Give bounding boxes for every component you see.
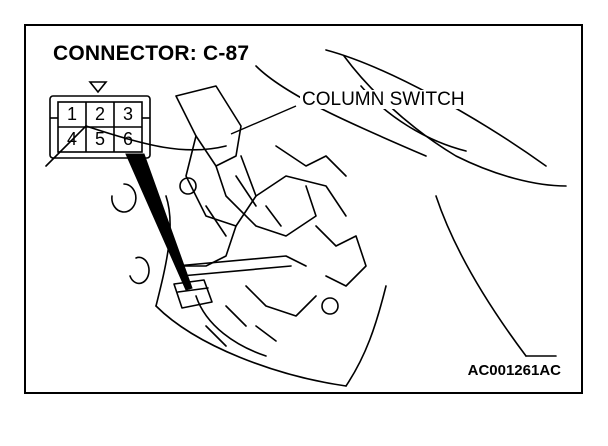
switch-body <box>185 135 257 227</box>
switch-upper-bracket <box>255 175 347 217</box>
clip-left <box>129 256 150 285</box>
dash-contour-1 <box>85 125 227 151</box>
wire-hatching <box>205 305 277 347</box>
shroud-arc-inner <box>343 55 567 187</box>
connector-c87-body <box>173 279 213 309</box>
pin-6: 6 <box>122 129 133 149</box>
figure-code: AC001261AC <box>467 362 561 379</box>
connector-title: CONNECTOR: C-87 <box>53 42 250 65</box>
right-harness <box>315 225 367 287</box>
diagram-frame: CONNECTOR: C-87 1 2 3 4 5 6 COLUMN SWITC… <box>24 24 583 394</box>
dash-contour-5 <box>345 285 387 387</box>
switch-detail-lines <box>205 175 282 237</box>
pin-4: 4 <box>66 129 77 149</box>
clip-top-left <box>111 183 137 213</box>
connector-face <box>49 95 151 159</box>
steering-column-edge <box>435 195 527 357</box>
column-switch-leader <box>230 105 297 135</box>
lower-harness <box>245 285 317 317</box>
column-switch-label: COLUMN SWITCH <box>300 89 467 110</box>
pin-3: 3 <box>122 104 133 124</box>
clip-bolt <box>179 177 197 195</box>
switch-body-right <box>215 165 317 237</box>
harness-bar <box>175 255 307 267</box>
clip-bolt-lower <box>321 297 339 315</box>
upper-linkage <box>275 145 347 177</box>
switch-lower-bracket <box>175 225 237 267</box>
pin-1: 1 <box>66 104 77 124</box>
dash-contour-2 <box>45 125 87 167</box>
harness-bar-2 <box>180 265 292 277</box>
column-switch-illustration <box>45 49 567 387</box>
connector-outer <box>49 95 151 159</box>
connector-c87-seam <box>177 287 209 293</box>
pin-2: 2 <box>94 104 105 124</box>
dash-contour-4 <box>155 305 347 387</box>
connector-lock-triangle-icon <box>88 81 108 94</box>
leader-wedge <box>125 153 193 291</box>
shroud-arc-mid <box>255 65 427 157</box>
pin-5: 5 <box>94 129 105 149</box>
switch-lever-top <box>175 85 242 167</box>
